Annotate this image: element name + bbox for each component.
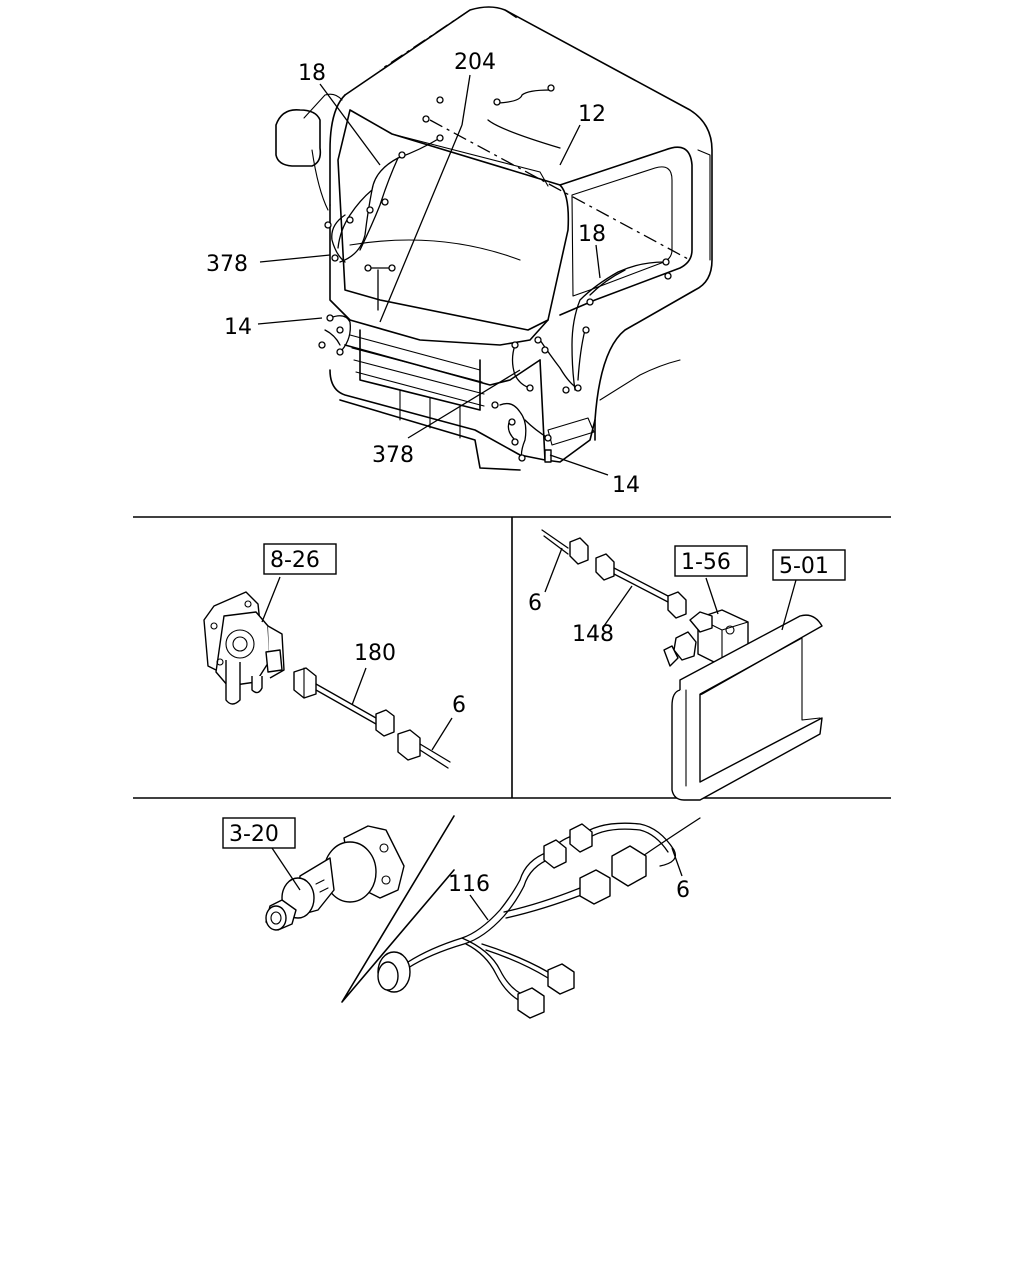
truck-cab-illustration xyxy=(275,6,713,471)
panel-dividers xyxy=(133,516,891,799)
callout-148: 148 xyxy=(572,622,614,647)
switch-bracket-panel xyxy=(541,529,823,801)
ref-5-01-label: 5-01 xyxy=(779,554,829,579)
callout-116: 116 xyxy=(448,872,490,897)
callout-204: 204 xyxy=(454,50,496,75)
ref-3-20-label: 3-20 xyxy=(229,822,279,847)
callout-6-harness: 6 xyxy=(676,878,690,903)
callout-6-switch: 6 xyxy=(528,591,542,616)
callout-180: 180 xyxy=(354,641,396,666)
cab-callout-leaders xyxy=(257,74,609,476)
ref-8-26-label: 8-26 xyxy=(270,548,320,573)
ref-box-5-01 xyxy=(772,549,846,581)
ref-1-56-label: 1-56 xyxy=(681,550,731,575)
sensor-harness-panel xyxy=(203,576,453,769)
callout-378-bottom: 378 xyxy=(372,443,414,468)
callout-14-right: 14 xyxy=(612,473,640,498)
callout-12: 12 xyxy=(578,102,606,127)
callout-6-sensor: 6 xyxy=(452,693,466,718)
callout-14-left: 14 xyxy=(224,315,252,340)
ref-box-8-26 xyxy=(263,543,337,575)
callout-18-right: 18 xyxy=(578,222,606,247)
ref-box-3-20 xyxy=(222,817,296,849)
callout-18-left: 18 xyxy=(298,61,326,86)
cab-harness-wires xyxy=(318,84,672,463)
socket-harness-panel xyxy=(265,815,701,1019)
ref-box-1-56 xyxy=(674,545,748,577)
callout-378-left: 378 xyxy=(206,252,248,277)
